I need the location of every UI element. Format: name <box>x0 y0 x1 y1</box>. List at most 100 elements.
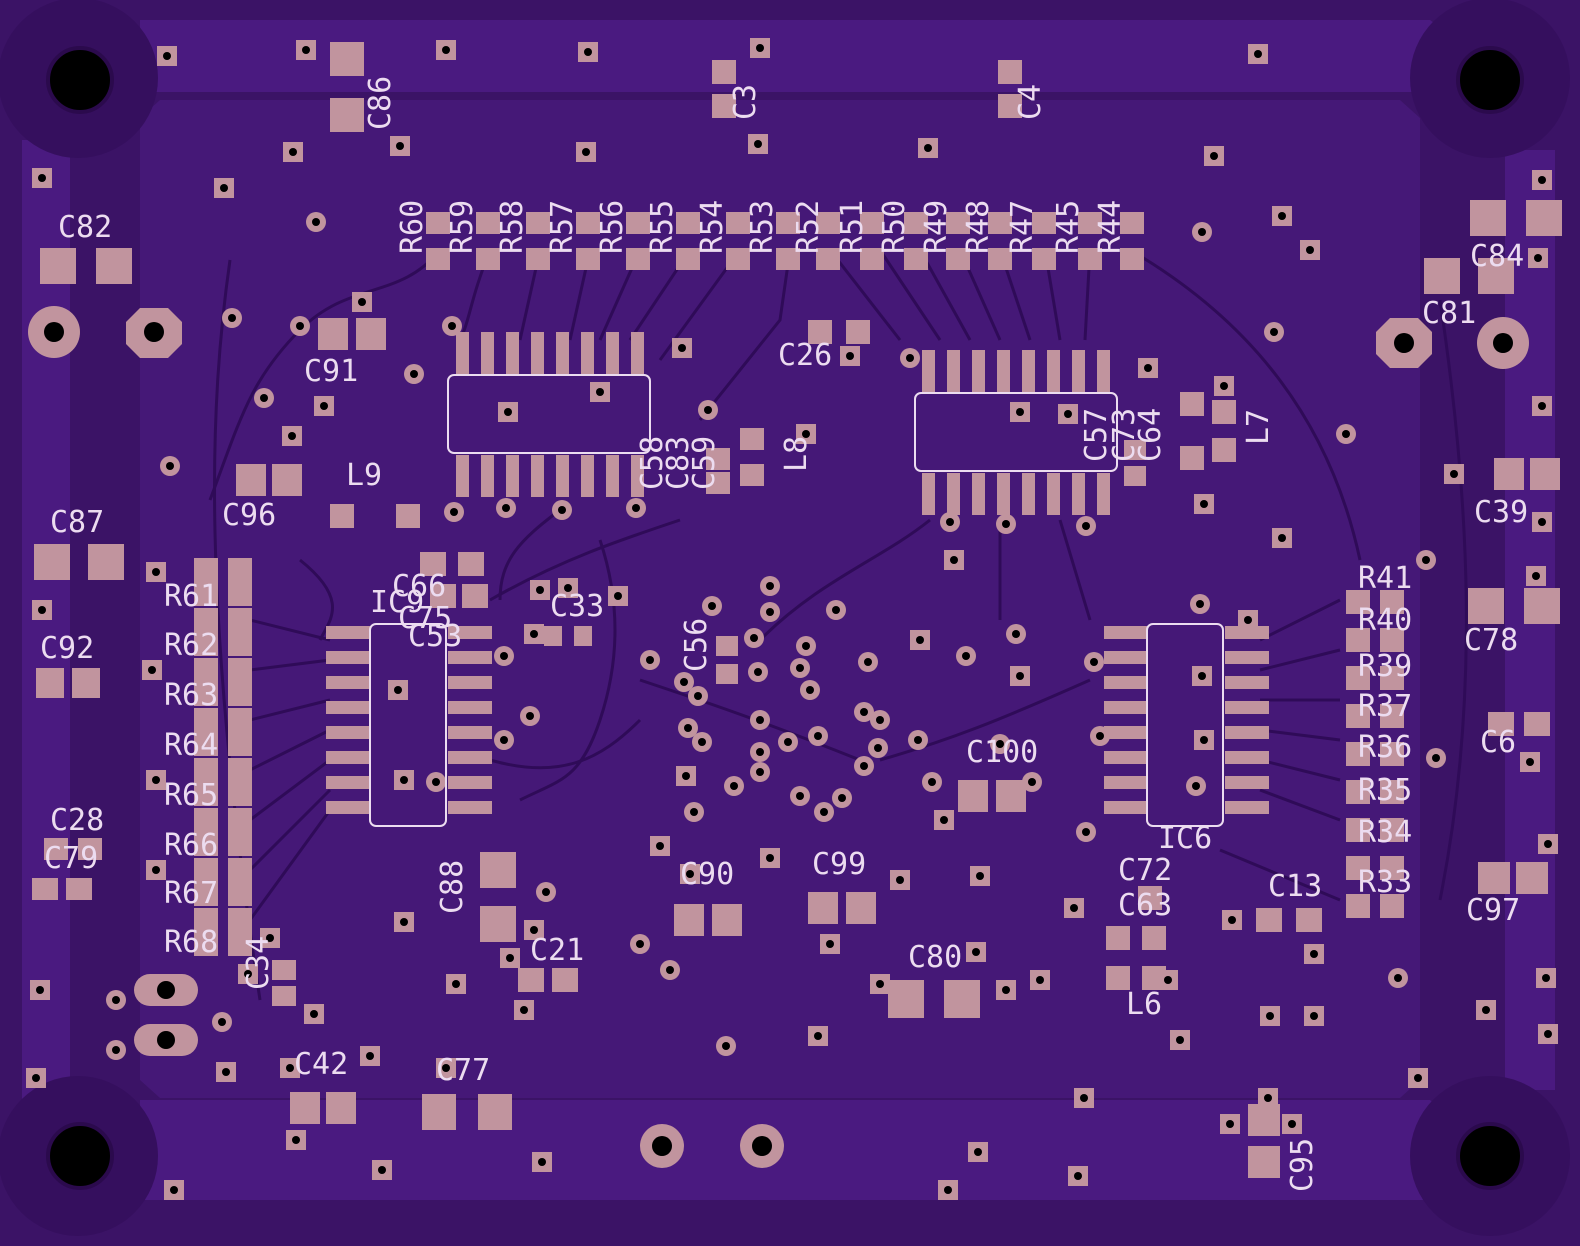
smd-pad <box>1104 801 1148 814</box>
via-hole <box>722 1042 730 1050</box>
smd-pad <box>1225 801 1269 814</box>
silk-label: R36 <box>1358 730 1412 765</box>
smd-pad <box>228 558 252 582</box>
smd-pad <box>1346 742 1370 766</box>
ic-outline <box>914 392 1118 472</box>
smd-pad <box>1124 440 1146 460</box>
smd-pad <box>1142 926 1166 950</box>
via-hole <box>289 148 297 156</box>
smd-pad <box>330 504 354 528</box>
silk-label: C26 <box>778 338 832 373</box>
smd-pad <box>480 852 516 888</box>
smd-pad <box>776 248 800 270</box>
smd-pad <box>194 858 218 882</box>
smd-pad <box>1120 248 1144 270</box>
smd-pad <box>44 838 68 860</box>
via-hole <box>1278 534 1286 542</box>
smd-pad <box>426 248 450 270</box>
smd-pad <box>996 780 1026 812</box>
via-hole <box>814 732 822 740</box>
via-hole <box>636 940 644 948</box>
smd-pad <box>326 726 370 739</box>
smd-pad <box>448 801 492 814</box>
smd-pad <box>1256 908 1282 932</box>
smd-pad <box>326 801 370 814</box>
silk-label: C6 <box>1480 725 1516 760</box>
via-hole <box>704 406 712 414</box>
via-hole <box>500 652 508 660</box>
smd-pad <box>904 212 928 234</box>
silk-label: C95 <box>1285 1138 1320 1192</box>
via-hole <box>152 866 160 874</box>
silk-label: C21 <box>530 933 584 968</box>
ic-outline <box>1146 623 1224 827</box>
via-hole <box>1016 672 1024 680</box>
smd-pad <box>194 658 218 682</box>
silk-label: C97 <box>1466 893 1520 928</box>
silk-label: C63 <box>1118 888 1172 923</box>
smd-pad <box>458 552 484 576</box>
smd-pad <box>228 632 252 656</box>
via-hole <box>378 1166 386 1174</box>
smd-pad <box>531 332 544 374</box>
via-hole <box>1080 1094 1088 1102</box>
silk-label: C83 <box>661 436 696 490</box>
via-hole <box>1012 630 1020 638</box>
smd-pad <box>228 882 252 906</box>
via-hole <box>538 1158 546 1166</box>
smd-pad <box>674 904 704 936</box>
smd-pad <box>1478 862 1510 894</box>
via-hole <box>1414 1074 1422 1082</box>
silk-label: R33 <box>1358 865 1412 900</box>
silk-label: C53 <box>408 619 462 654</box>
smd-pad <box>1296 908 1322 932</box>
smd-pad <box>1424 258 1460 294</box>
silkscreen-labels: C86 C3 C4 C82 C84 C81 C91 C26 C96 L9 C87… <box>40 76 1528 1192</box>
smd-pad <box>1248 1146 1280 1178</box>
via-hole <box>260 394 268 402</box>
silk-label: R61 <box>164 579 218 614</box>
smd-pad <box>631 332 644 374</box>
via-hole <box>1544 840 1552 848</box>
smd-pad <box>272 986 296 1006</box>
silk-label: R50 <box>877 200 912 254</box>
via-hole <box>766 608 774 616</box>
smd-pad <box>456 455 469 497</box>
via-hole <box>452 980 460 988</box>
via-hole <box>228 314 236 322</box>
smd-pad <box>1212 438 1236 462</box>
silk-label: R35 <box>1358 773 1412 808</box>
via-hole <box>152 776 160 784</box>
smd-pad <box>1097 350 1110 392</box>
silk-label: R64 <box>164 728 218 763</box>
via-hole <box>860 708 868 716</box>
via-hole <box>864 658 872 666</box>
smd-pad <box>228 832 252 856</box>
via-hole <box>1200 500 1208 508</box>
via-hole <box>1534 254 1542 262</box>
via-hole <box>1422 556 1430 564</box>
via-hole <box>1028 778 1036 786</box>
via-hole <box>1288 1120 1296 1128</box>
silk-label: R45 <box>1051 200 1086 254</box>
smd-pad <box>356 318 386 350</box>
smd-pad <box>726 248 750 270</box>
smd-pad <box>228 582 252 606</box>
via-hole <box>1244 616 1252 624</box>
smd-pad <box>712 94 736 118</box>
via-hole <box>584 48 592 56</box>
via-hole <box>962 652 970 660</box>
via-hole <box>244 970 252 978</box>
silk-label: R47 <box>1005 200 1040 254</box>
via-hole <box>802 642 810 650</box>
via-hole <box>1228 916 1236 924</box>
smd-pad <box>1022 350 1035 392</box>
smd-pad <box>88 544 124 580</box>
via-hole <box>730 782 738 790</box>
via-hole <box>596 388 604 396</box>
via-hole <box>1070 904 1078 912</box>
silk-label: R58 <box>495 200 530 254</box>
via-hole <box>1450 470 1458 478</box>
via-hole <box>296 322 304 330</box>
